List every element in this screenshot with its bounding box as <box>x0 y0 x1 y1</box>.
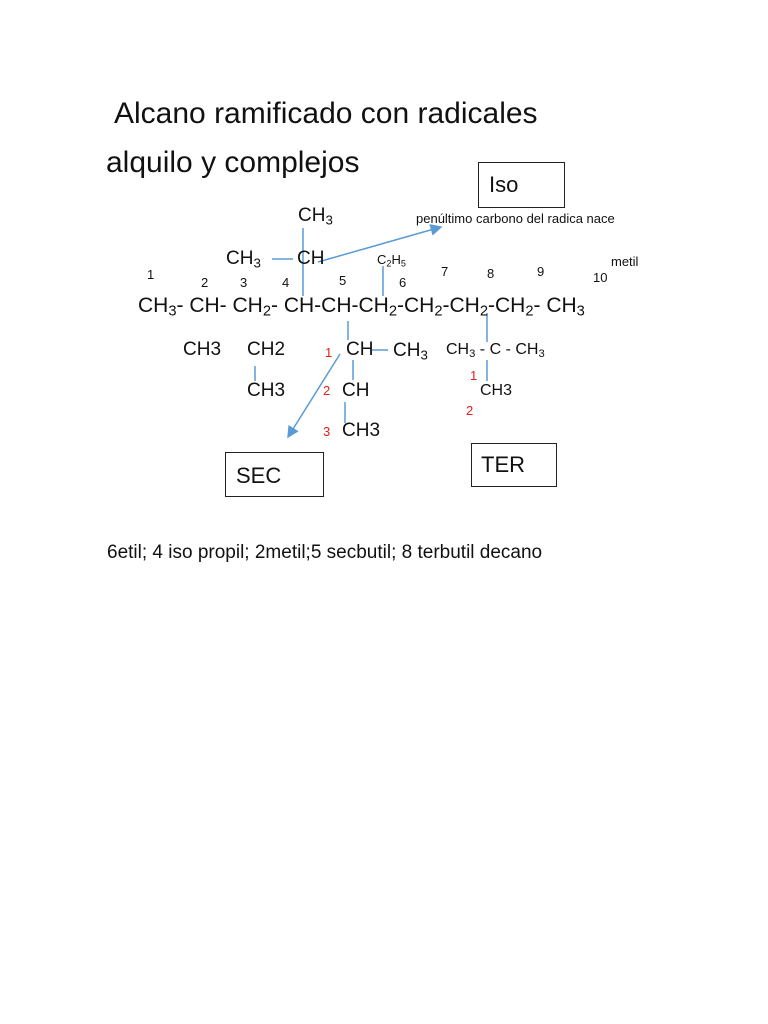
sec-ch: CH <box>346 339 374 360</box>
metil-note: metil <box>611 254 639 269</box>
iso-label: Iso <box>489 172 519 197</box>
carbon-number: 4 <box>282 275 290 290</box>
carbon-number: 10 <box>593 270 608 285</box>
iso-ch: CH <box>297 248 325 269</box>
sec-label: SEC <box>236 463 282 488</box>
ter-top-row: CH3 - C - CH3 <box>446 341 545 360</box>
ter-number: 2 <box>466 403 474 418</box>
iupac-name: 6etil; 4 iso propil; 2metil;5 secbutil; … <box>107 542 543 563</box>
ter-number: 1 <box>470 368 478 383</box>
methyl-c2: CH3 <box>183 339 222 360</box>
sec-arrow <box>287 353 341 439</box>
iso-box: Iso <box>478 162 565 208</box>
carbon-number: 7 <box>441 264 449 279</box>
title-line-1: Alcano ramificado con radicales <box>114 97 538 130</box>
sec-box: SEC <box>225 452 324 497</box>
carbon-number: 6 <box>399 275 407 290</box>
sec-side-ch3: CH3 <box>393 340 428 363</box>
iso-left-ch3: CH3 <box>226 248 261 271</box>
iso-top-ch3: CH3 <box>298 205 333 228</box>
carbon-number: 1 <box>147 267 155 282</box>
title-line-2: alquilo y complejos <box>106 146 360 179</box>
sec-number: 1 <box>325 345 333 360</box>
ethyl-c2h5: C2H5 <box>377 252 406 269</box>
sec-number: 2 <box>323 383 331 398</box>
carbon-number: 9 <box>537 264 545 279</box>
carbon-number: 5 <box>339 273 347 288</box>
carbon-number: 2 <box>201 275 209 290</box>
main-chain: CH3- CH- CH2- CH-CH-CH2-CH2-CH2-CH2- CH3 <box>138 294 585 320</box>
ter-box: TER <box>471 443 557 487</box>
iso-arrow <box>317 224 443 263</box>
ter-ch3: CH3 <box>480 382 513 399</box>
carbon-number: 3 <box>240 275 248 290</box>
ter-label: TER <box>481 452 525 477</box>
carbon-number: 8 <box>487 266 495 281</box>
sec-number: 3 <box>323 424 331 439</box>
ethyl-c3-ch2: CH2 <box>247 339 286 360</box>
penultimo-note: penúltimo carbono del radica nace <box>416 211 615 226</box>
sec-ch2: CH <box>342 380 370 401</box>
ethyl-c3-ch3: CH3 <box>247 380 286 401</box>
sec-ch3: CH3 <box>342 420 381 441</box>
